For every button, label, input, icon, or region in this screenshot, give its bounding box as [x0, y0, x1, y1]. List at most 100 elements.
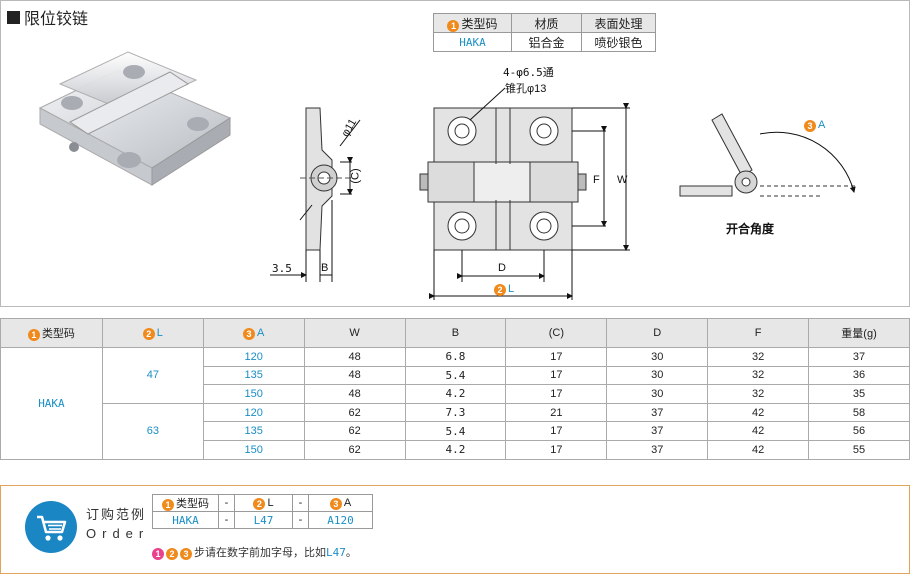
a-cell: 120 [202, 347, 305, 367]
f-cell: 42 [707, 439, 810, 460]
b-cell: 6.8 [404, 347, 507, 367]
spec-type-value: HAKA [433, 32, 512, 52]
weight-cell: 58 [808, 402, 910, 423]
col-b: B [404, 318, 507, 348]
table-row: 135 48 5.4 17 30 32 36 [1, 365, 910, 386]
shopping-cart-icon [25, 501, 77, 553]
b-cell: 5.4 [404, 365, 507, 386]
a-cell: 150 [202, 439, 305, 460]
l-cell: 63 [101, 402, 204, 460]
b-cell: 4.2 [404, 384, 507, 404]
b-cell: 7.3 [404, 402, 507, 423]
b-cell: 5.4 [404, 421, 507, 441]
hole-note-2: 锥孔φ13 [505, 83, 547, 95]
col-w: W [303, 318, 406, 348]
f-cell: 32 [707, 365, 810, 386]
front-view [419, 87, 630, 300]
title-square-icon [7, 10, 20, 24]
order-type-value: HAKA [152, 511, 219, 529]
a-cell: 135 [202, 421, 305, 441]
spec-header-material: 材质 [511, 13, 582, 33]
weight-cell: 56 [808, 421, 910, 441]
order-label-en: Order [86, 526, 150, 541]
table-row: 150 48 4.2 17 30 32 35 [1, 384, 910, 404]
c-cell: 21 [505, 402, 608, 423]
angle-view [679, 113, 856, 197]
order-h-sep: - [292, 494, 309, 512]
c-cell: 17 [505, 384, 608, 404]
d-cell: 37 [606, 421, 709, 441]
badge-1: 1 [447, 19, 460, 32]
spec-header-finish: 表面处理 [581, 13, 656, 33]
order-a-value: A120 [308, 511, 373, 529]
f-cell: 42 [707, 421, 810, 441]
a-cell: 150 [202, 384, 305, 404]
opening-angle-label: 开合角度 [726, 222, 775, 236]
table-row: 135 62 5.4 17 37 42 56 [1, 421, 910, 441]
w-cell: 62 [303, 439, 406, 460]
d-cell: 30 [606, 365, 709, 386]
dim-f: F [593, 174, 600, 186]
c-cell: 17 [505, 365, 608, 386]
spec-finish-value: 喷砂银色 [581, 32, 656, 52]
page-title-text: 限位铰链 [24, 11, 89, 28]
weight-cell: 36 [808, 365, 910, 386]
w-cell: 62 [303, 421, 406, 441]
col-c: (C) [505, 318, 608, 348]
f-cell: 42 [707, 402, 810, 423]
w-cell: 48 [303, 347, 406, 367]
dim-w: W [617, 174, 628, 186]
dim-3-5: 3.5 [272, 262, 292, 275]
w-cell: 48 [303, 365, 406, 386]
weight-cell: 37 [808, 347, 910, 367]
order-h-sep: - [218, 494, 235, 512]
a-cell: 135 [202, 365, 305, 386]
dim-d: D [498, 262, 506, 274]
dim-b: B [321, 262, 329, 274]
col-d: D [606, 318, 709, 348]
d-cell: 37 [606, 439, 709, 460]
d-cell: 30 [606, 384, 709, 404]
page-title: 限位铰链 [7, 5, 88, 29]
spec-material-value: 铝合金 [511, 32, 582, 52]
c-cell: 17 [505, 439, 608, 460]
dim-c: (C) [349, 168, 362, 184]
badge-3: 3 [804, 120, 816, 132]
col-f: F [707, 318, 810, 348]
hole-note-1: 4-φ6.5通 [503, 66, 554, 79]
col-weight: 重量(g) [808, 318, 910, 348]
d-cell: 37 [606, 402, 709, 423]
c-cell: 17 [505, 347, 608, 367]
order-label-cn: 订购范例 [86, 507, 147, 522]
table-row: 63 120 62 7.3 21 37 42 58 [1, 402, 910, 460]
d-cell: 30 [606, 347, 709, 367]
f-cell: 32 [707, 347, 810, 367]
table-row: 150 62 4.2 17 37 42 55 [1, 439, 910, 460]
c-cell: 17 [505, 421, 608, 441]
w-cell: 48 [303, 384, 406, 404]
note-badge-1: 1 [152, 548, 164, 560]
hinge-photo [38, 51, 232, 186]
order-l-value: L47 [234, 511, 293, 529]
weight-cell: 35 [808, 384, 910, 404]
order-sep: - [218, 511, 235, 529]
w-cell: 62 [303, 402, 406, 423]
f-cell: 32 [707, 384, 810, 404]
table-row: HAKA 47 120 48 6.8 17 30 32 37 [0, 347, 910, 460]
b-cell: 4.2 [404, 439, 507, 460]
note-badge-3: 3 [180, 548, 192, 560]
order-sep: - [292, 511, 309, 529]
l-cell: 47 [101, 347, 204, 404]
a-cell: 120 [202, 402, 305, 423]
